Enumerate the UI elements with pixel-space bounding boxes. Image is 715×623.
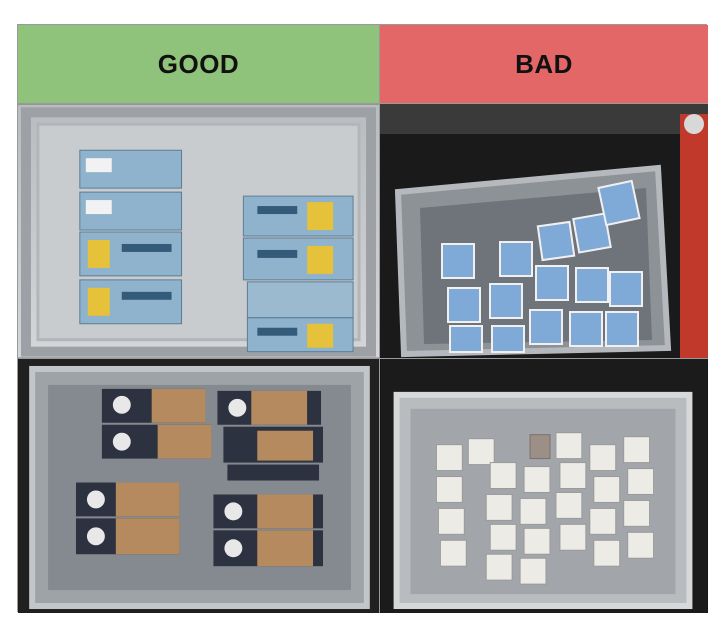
scattered-cartons-crate-illustration (380, 104, 708, 358)
small-cartons (441, 179, 643, 353)
good-header: GOOD (18, 25, 380, 104)
oat-milk-crate-illustration (18, 104, 379, 358)
good-photo-bottom (18, 358, 380, 613)
oat-cartons-right (242, 195, 354, 353)
white-cartons (435, 432, 655, 585)
bad-label: BAD (515, 48, 573, 79)
white-cartons-crate-illustration (380, 359, 708, 613)
oat-cartons-left (79, 149, 183, 325)
bad-header: BAD (380, 25, 708, 104)
good-photo-top (18, 104, 380, 358)
dark-cartons (75, 388, 324, 567)
bad-photo-bottom (380, 358, 708, 613)
good-label: GOOD (157, 48, 240, 79)
dark-cartons-crate-illustration (18, 359, 379, 613)
bad-photo-top (380, 104, 708, 358)
comparison-grid: GOOD BAD (17, 24, 708, 613)
